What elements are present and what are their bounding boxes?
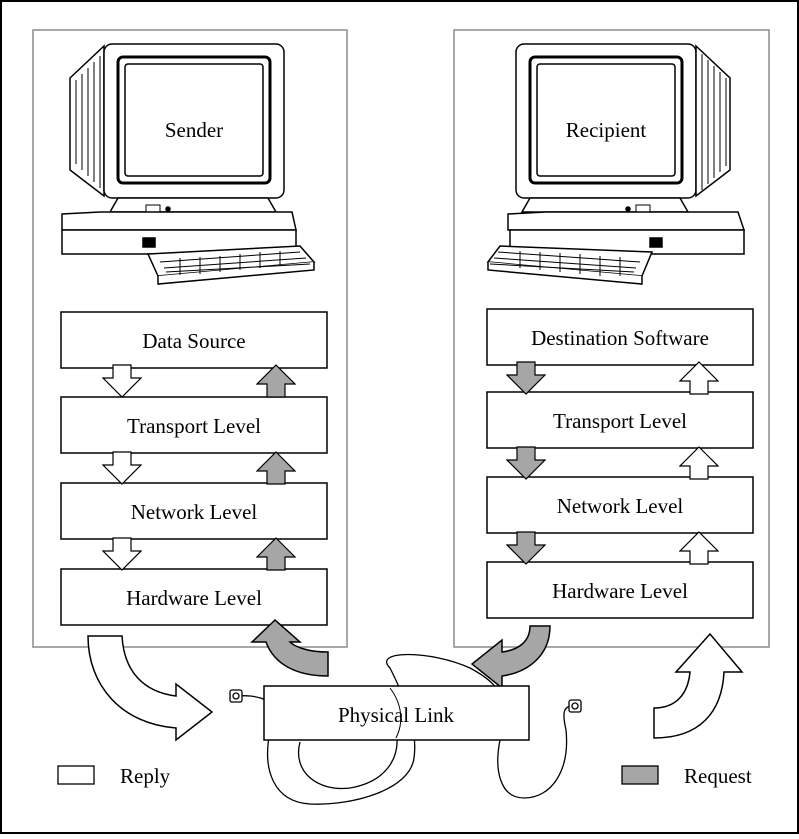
recipient-level-box <box>486 476 754 534</box>
sender-computer-icon <box>61 43 316 285</box>
recipient-level-label: Destination Software <box>531 326 709 350</box>
request-curved-arrow-icon <box>470 625 551 690</box>
connector-icon <box>568 699 582 713</box>
sender-level-label: Transport Level <box>127 414 261 438</box>
cable-pass-through <box>389 687 402 739</box>
recipient-screen-label: Recipient <box>566 118 647 142</box>
sender-level-box <box>60 311 328 369</box>
recipient-level-stack: Destination Software Transport Level Net… <box>486 308 754 619</box>
reply-curved-arrow-icon <box>87 635 214 742</box>
sender-level-label: Data Source <box>142 329 245 353</box>
recipient-level-box <box>486 561 754 619</box>
recipient-level-label: Hardware Level <box>552 579 688 603</box>
sender-level-label: Hardware Level <box>126 586 262 610</box>
recipient-level-label: Network Level <box>557 494 684 518</box>
sender-level-label: Network Level <box>131 500 258 524</box>
connector-icon <box>571 702 579 710</box>
legend: Reply Request <box>57 764 752 788</box>
legend-reply-label: Reply <box>120 764 171 788</box>
physical-link-label: Physical Link <box>338 703 455 727</box>
recipient-level-box <box>486 308 754 366</box>
legend-request-label: Request <box>684 764 752 788</box>
connector-icon <box>229 689 243 703</box>
sender-level-stack: Data Source Transport Level Network Leve… <box>60 311 328 626</box>
recipient-level-box <box>486 391 754 449</box>
request-curved-arrow-icon <box>250 618 329 677</box>
sender-level-box <box>60 482 328 540</box>
sender-screen-label: Sender <box>165 118 223 142</box>
legend-reply-swatch <box>57 765 95 785</box>
sender-level-box <box>60 568 328 626</box>
connector-icon <box>232 692 240 700</box>
sender-level-box <box>60 396 328 454</box>
recipient-computer-icon <box>486 43 746 285</box>
physical-link-box <box>263 685 530 741</box>
legend-request-swatch <box>621 765 659 785</box>
reply-curved-arrow-icon <box>653 632 744 739</box>
recipient-level-label: Transport Level <box>553 409 687 433</box>
